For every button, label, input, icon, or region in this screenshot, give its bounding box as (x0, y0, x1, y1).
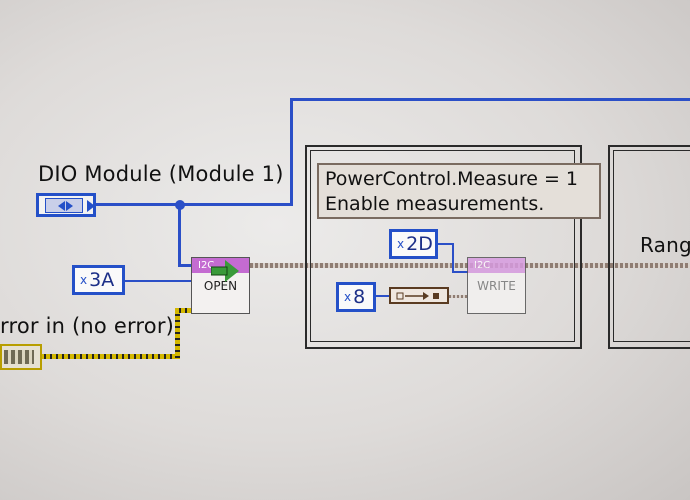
comment-line-1: PowerControl.Measure = 1 (325, 168, 579, 190)
build-array-node[interactable] (389, 287, 449, 304)
sequence-frame[interactable] (305, 145, 582, 349)
dio-module-ref-icon (45, 198, 83, 213)
arrow-right-icon (211, 260, 239, 282)
register-wire (438, 243, 454, 245)
ref-wire-segment (290, 98, 690, 101)
data-wire (376, 295, 390, 297)
register-wire (452, 271, 468, 273)
i2c-open-name: OPEN (203, 279, 238, 293)
build-array-icon (396, 292, 439, 300)
data-wire (449, 295, 468, 298)
i2c-write-header: I2C (468, 258, 525, 273)
ref-wire-segment (290, 100, 293, 206)
error-wire (175, 308, 192, 313)
register-wire (452, 243, 454, 273)
next-sequence-frame[interactable]: Rang (608, 145, 690, 349)
measure-comment[interactable]: PowerControl.Measure = 1 Enable measurem… (317, 163, 601, 219)
i2c-open-subvi[interactable]: I2C OPEN (191, 257, 250, 314)
next-frame-label: Rang (640, 233, 690, 257)
next-sequence-frame-inner (613, 150, 690, 342)
ref-wire-segment (178, 204, 181, 266)
error-wire (175, 310, 180, 359)
dio-module-label: DIO Module (Module 1) (38, 162, 284, 186)
address-wire (124, 280, 192, 282)
error-in-label: rror in (no error) (0, 314, 175, 338)
error-wire (40, 354, 178, 359)
wire-junction (175, 200, 185, 210)
i2c-write-subvi[interactable]: I2C WRITE (467, 257, 526, 314)
ref-wire-segment (96, 203, 292, 206)
ref-wire-segment (178, 264, 192, 267)
sequence-frame-inner (310, 150, 575, 342)
error-cluster-icon (4, 350, 34, 364)
comment-line-2: Enable measurements. (325, 193, 545, 215)
error-in-control[interactable] (0, 344, 42, 370)
i2c-write-name: WRITE (477, 279, 516, 293)
dio-module-control[interactable] (36, 193, 96, 217)
